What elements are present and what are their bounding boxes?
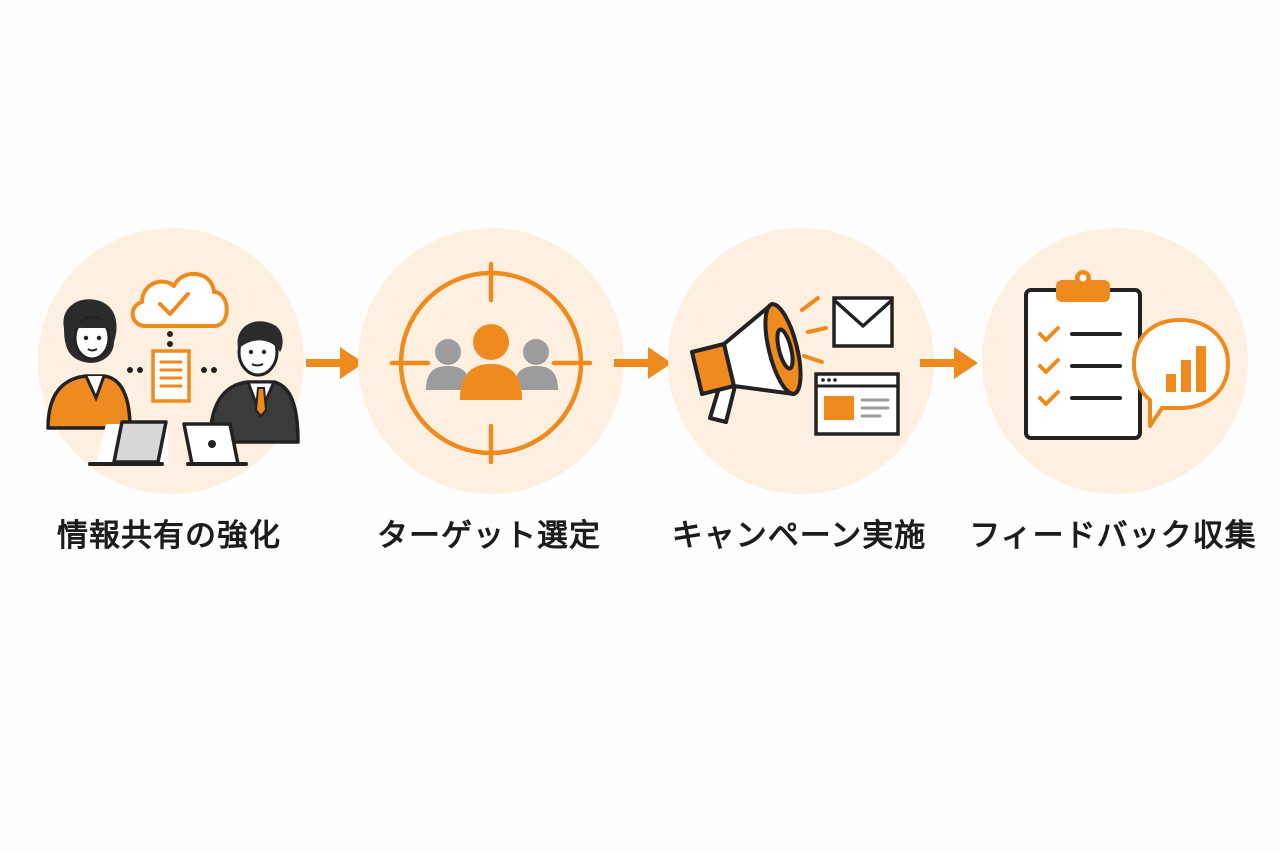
step-campaign: キャンペーン実施 <box>664 228 934 568</box>
target-crosshair-icon <box>389 261 593 465</box>
feedback-illustration <box>1024 270 1230 440</box>
arrow-right-icon <box>614 347 672 379</box>
campaign-illustration <box>690 296 900 436</box>
document-icon <box>151 349 191 403</box>
audience-group-icon <box>426 324 558 400</box>
clipboard-checklist-icon <box>1024 270 1142 440</box>
step-target-selection: ターゲット選定 <box>354 228 624 568</box>
mail-icon <box>832 296 894 348</box>
target-selection-illustration <box>389 261 593 465</box>
woman-with-laptop-icon <box>46 299 168 466</box>
step-feedback: フィードバック収集 <box>969 228 1256 568</box>
step-label: フィードバック収集 <box>969 518 1257 554</box>
step-label: キャンペーン実施 <box>671 518 927 554</box>
bar-chart-bubble-icon <box>1132 318 1230 428</box>
web-page-icon <box>814 372 900 436</box>
man-with-laptop-icon <box>182 321 300 466</box>
info-sharing-illustration <box>46 271 300 466</box>
arrow-right-icon <box>306 347 364 379</box>
arrow-right-icon <box>920 347 978 379</box>
step-label: 情報共有の強化 <box>57 518 281 554</box>
step-info-sharing: 情報共有の強化 <box>34 228 304 568</box>
megaphone-icon <box>690 302 803 424</box>
step-label: ターゲット選定 <box>377 518 601 554</box>
cloud-check-icon <box>130 271 229 328</box>
